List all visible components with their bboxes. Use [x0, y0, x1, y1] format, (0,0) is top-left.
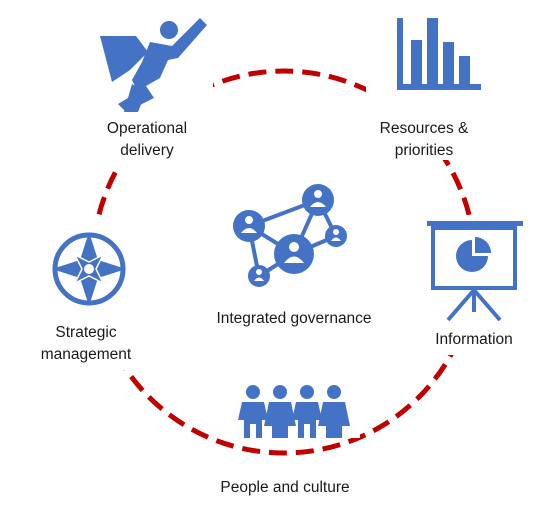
- network-people-icon: [233, 184, 347, 287]
- presentation-board-icon: [427, 221, 523, 322]
- bar-chart-icon: [397, 18, 481, 90]
- integrated-governance-label: Integrated governance: [216, 310, 372, 327]
- operational-delivery-line1: Operational: [106, 120, 188, 137]
- strategic-management-label: Strategic management: [26, 322, 146, 366]
- compass-icon: [52, 232, 126, 306]
- strategic-management-line2: management: [40, 346, 132, 363]
- superhero-icon: [100, 18, 207, 112]
- information-label: Information: [435, 331, 513, 348]
- people-culture-label: People and culture: [220, 479, 350, 496]
- resources-priorities-line1: Resources &: [379, 120, 469, 137]
- operational-delivery-label: Operational delivery: [87, 118, 207, 162]
- resources-priorities-line2: priorities: [394, 142, 454, 159]
- operational-delivery-line2: delivery: [120, 142, 174, 159]
- resources-priorities-label: Resources & priorities: [364, 118, 484, 162]
- strategic-management-line1: Strategic: [55, 324, 117, 341]
- people-group-icon: [238, 385, 350, 438]
